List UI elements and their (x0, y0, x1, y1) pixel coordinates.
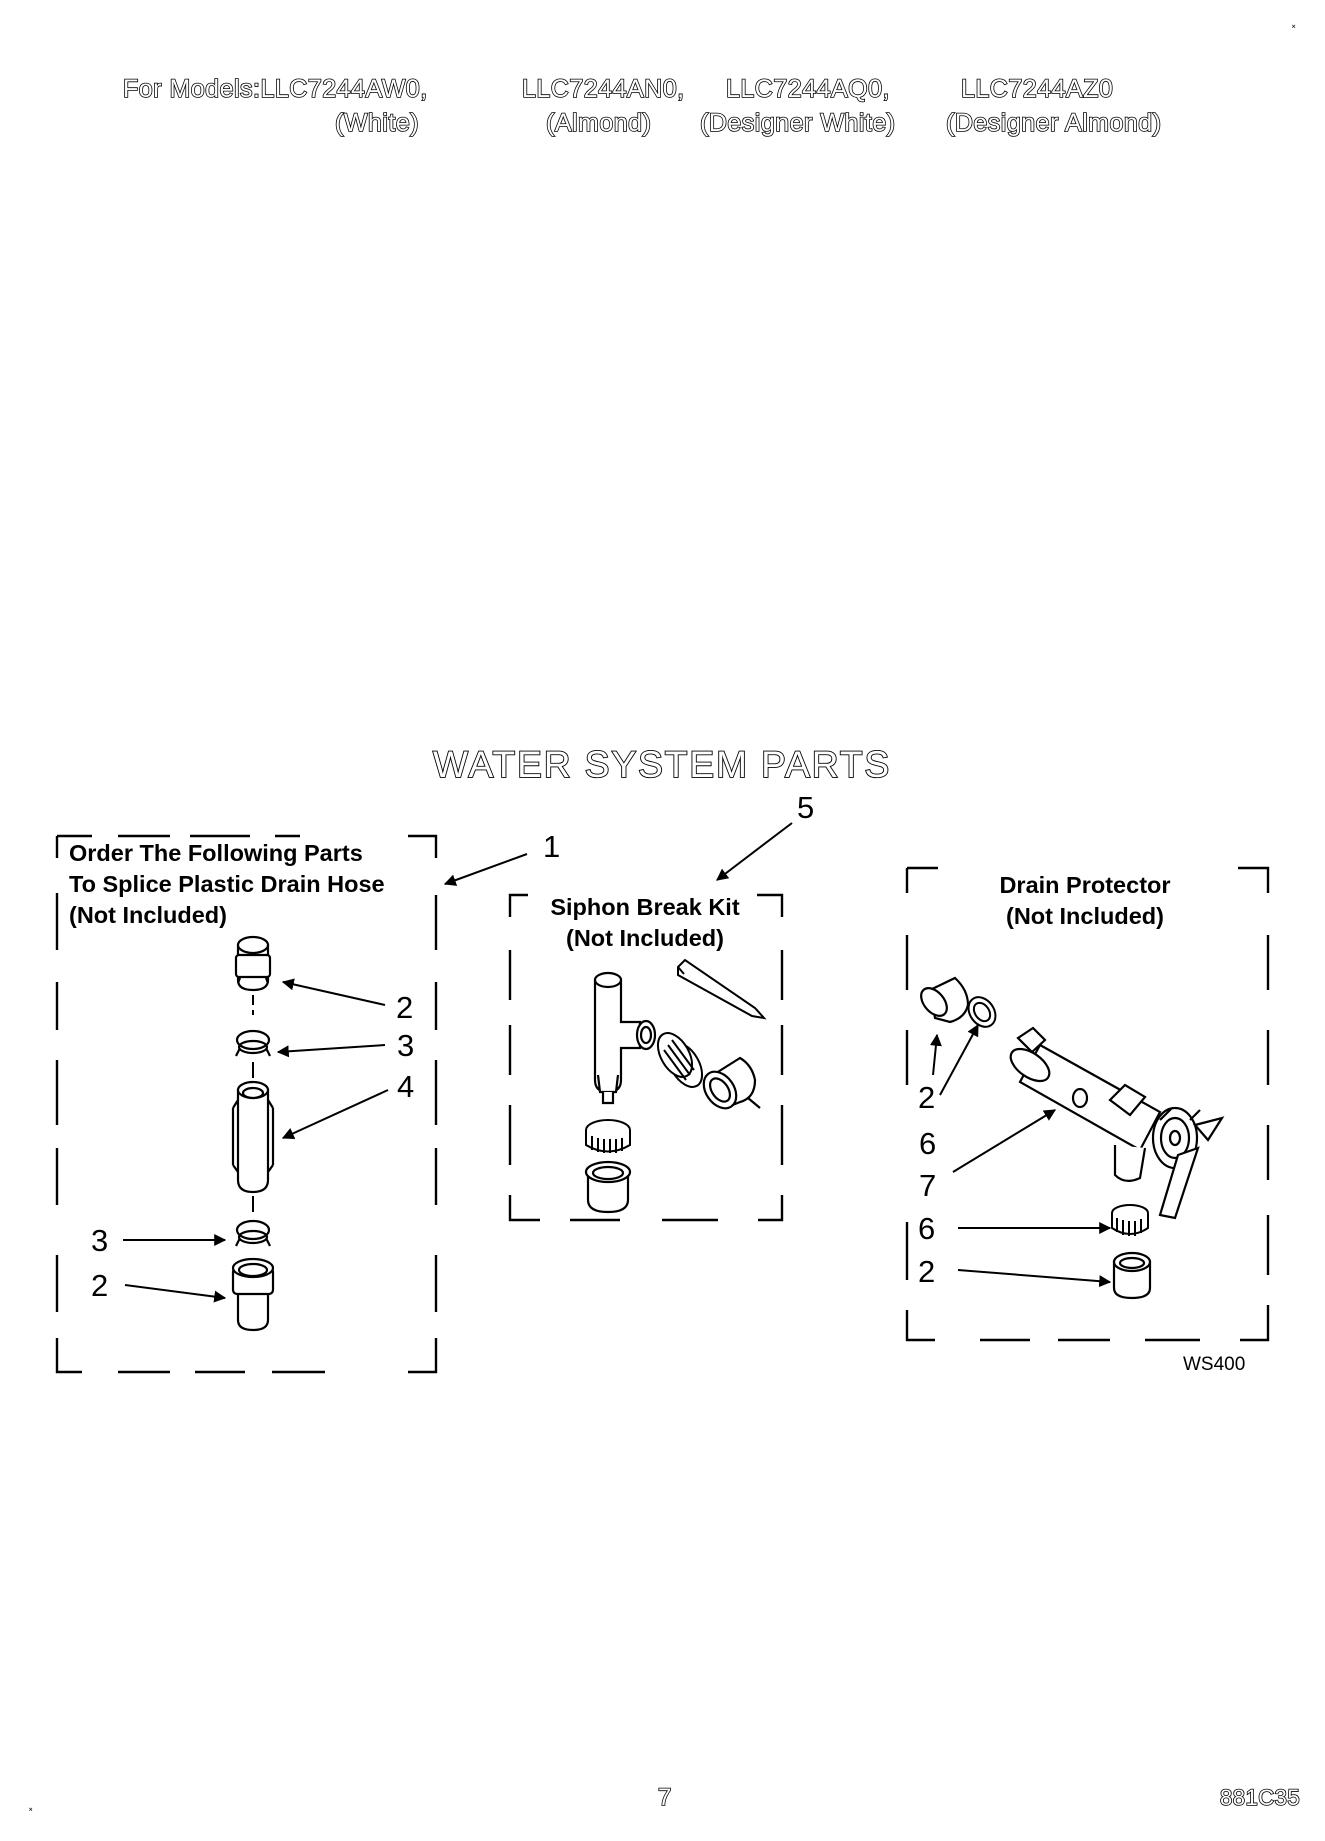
splice-arrows (123, 978, 389, 1303)
siphon-clamp-bottom (585, 1119, 631, 1153)
callout-3-top: 3 (397, 1028, 415, 1063)
drain-box-title: Drain Protector (Not Included) (960, 870, 1210, 932)
drain-callout-2-bottom: 2 (918, 1254, 936, 1289)
model-almond: LLC7244AN0, (521, 75, 685, 103)
diagram-code: WS400 (1183, 1354, 1246, 1375)
callout-4: 4 (397, 1069, 415, 1104)
callout-2-bottom: 2 (91, 1268, 109, 1303)
splice-title-line-2: To Splice Plastic Drain Hose (69, 871, 385, 897)
splice-title-line-1: Order The Following Parts (69, 840, 363, 866)
model-designer-white: LLC7244AQ0, (725, 75, 890, 103)
drain-title-line-1: Drain Protector (999, 872, 1171, 898)
drain-title-line-2: (Not Included) (1006, 903, 1164, 929)
callout-2-top: 2 (396, 990, 414, 1025)
callout-1: 1 (543, 829, 561, 864)
callout-5-arrow (716, 822, 793, 881)
drain-callout-7: 7 (919, 1168, 937, 1203)
splice-box-title: Order The Following Parts To Splice Plas… (69, 838, 385, 931)
splice-coupler (231, 1080, 275, 1194)
drain-connector-side (920, 976, 970, 1024)
siphon-tee (593, 971, 657, 1105)
drain-callout-2-top: 2 (918, 1080, 936, 1115)
color-almond: (Almond) (545, 109, 652, 137)
siphon-title-line-1: Siphon Break Kit (550, 894, 740, 920)
callout-1-arrow (443, 853, 528, 886)
corner-mark: ˟ (1292, 24, 1296, 35)
drain-connector-bottom (1112, 1251, 1152, 1300)
models-line: For Models:LLC7244AW0, (122, 75, 428, 103)
siphon-title-line-2: (Not Included) (566, 925, 724, 951)
drain-callout-6-top: 6 (919, 1126, 937, 1161)
splice-connector-top (234, 935, 272, 992)
color-white: (White) (334, 109, 420, 137)
clamp-ring-top (235, 1029, 271, 1057)
color-designer-almond: (Designer Almond) (945, 109, 1162, 137)
drain-clamp-bottom (1111, 1204, 1149, 1236)
drain-arrows (929, 1023, 1112, 1288)
color-designer-white: (Designer White) (699, 109, 896, 137)
siphon-box-title: Siphon Break Kit (Not Included) (525, 892, 765, 954)
splice-box-border (55, 834, 438, 1374)
callout-3-bottom: 3 (91, 1223, 109, 1258)
model-designer-almond: LLC7244AZ0 (960, 75, 1114, 103)
model-white: LLC7244AW0, (260, 75, 428, 103)
section-title: WATER SYSTEM PARTS (432, 743, 892, 786)
siphon-connector-bottom (584, 1160, 632, 1214)
models-prefix: For Models: (122, 75, 261, 103)
doc-code: 881C35 (1219, 1785, 1301, 1810)
drain-protector-body (1009, 1026, 1225, 1220)
page-number: 7 (657, 1784, 672, 1811)
drain-clamp-small (967, 996, 997, 1028)
drain-box-border (905, 866, 1270, 1342)
clamp-ring-bottom (235, 1219, 271, 1247)
cable-tie (677, 958, 767, 1020)
callout-5: 5 (797, 790, 815, 825)
siphon-connector-side (702, 1056, 761, 1110)
siphon-box-border (508, 893, 784, 1222)
drain-callout-6-bottom: 6 (918, 1211, 936, 1246)
footer-mark: ˟ (29, 1807, 33, 1818)
splice-title-line-3: (Not Included) (69, 902, 227, 928)
siphon-clamp-side (656, 1032, 704, 1088)
splice-connector-bottom (231, 1257, 275, 1332)
